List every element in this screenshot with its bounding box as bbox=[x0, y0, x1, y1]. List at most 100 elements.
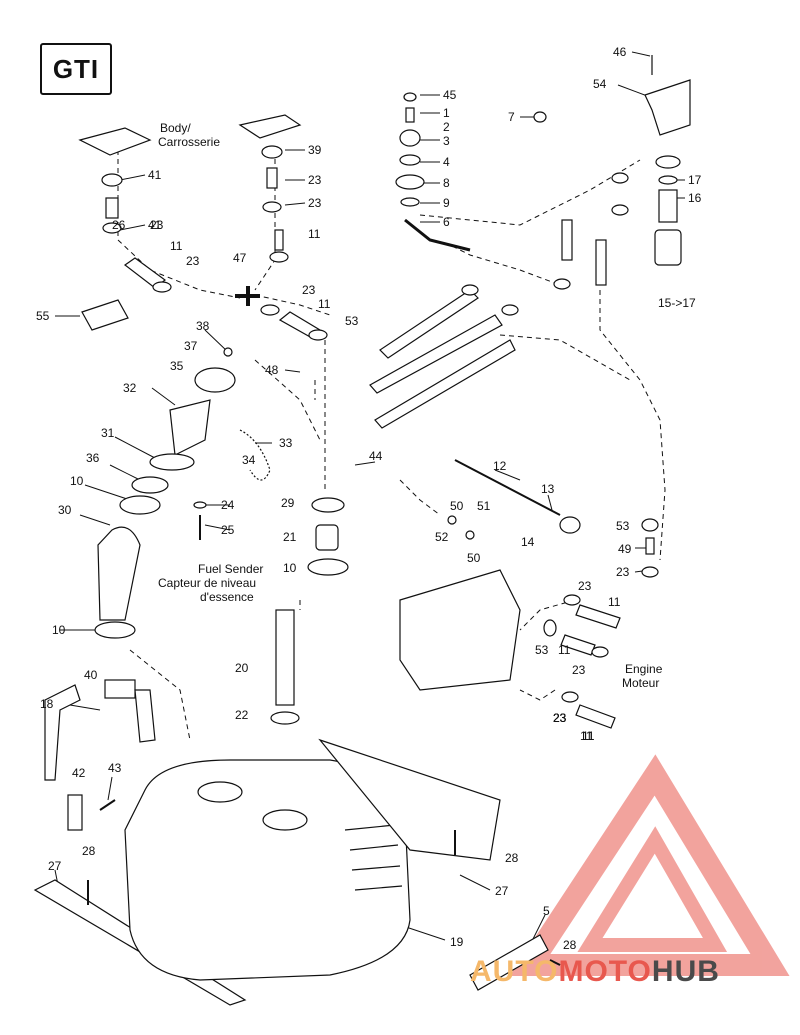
part-50-a bbox=[447, 515, 457, 525]
callout-23: 23 bbox=[308, 173, 322, 187]
hose-11-long-a bbox=[379, 289, 479, 359]
gasket-31 bbox=[149, 453, 195, 471]
watermark-text: AUTOMOTOHUB bbox=[470, 955, 720, 989]
filter-cap bbox=[655, 155, 681, 169]
callout-3: 3 bbox=[443, 134, 450, 148]
callout-37: 37 bbox=[184, 339, 198, 353]
callout-28: 28 bbox=[82, 844, 96, 858]
clamp-10-a bbox=[119, 495, 161, 515]
callout-28: 28 bbox=[505, 851, 519, 865]
hose-11-g bbox=[560, 634, 596, 656]
callout-11: 11 bbox=[318, 297, 331, 311]
callout-13: 13 bbox=[541, 482, 555, 496]
callout-10: 10 bbox=[52, 623, 66, 637]
fuel-tank-19 bbox=[124, 759, 411, 981]
clamp-23-l bbox=[591, 646, 609, 658]
filter-16 bbox=[658, 189, 678, 223]
valve-6 bbox=[404, 218, 471, 252]
callout-19: 19 bbox=[450, 935, 464, 949]
watermark-part1: AUTO bbox=[470, 955, 559, 988]
knob-14 bbox=[559, 516, 581, 534]
callout-42: 42 bbox=[72, 766, 86, 780]
strap-18 bbox=[44, 684, 81, 781]
clamp-53-c bbox=[641, 518, 659, 532]
sender-20 bbox=[275, 609, 295, 706]
callout-41: 41 bbox=[148, 218, 162, 232]
clamp-10-b bbox=[94, 621, 136, 639]
callout-10: 10 bbox=[283, 561, 297, 575]
cap-45 bbox=[403, 92, 417, 102]
callout-11: 11 bbox=[608, 595, 621, 609]
grommet-21 bbox=[315, 524, 339, 551]
washer-24 bbox=[193, 501, 207, 509]
callout-10: 10 bbox=[70, 474, 84, 488]
clamp-23-k bbox=[563, 594, 581, 606]
callout-11: 11 bbox=[308, 227, 321, 241]
callout-12: 12 bbox=[493, 459, 507, 473]
tank-opening-a bbox=[197, 781, 243, 803]
callout-23: 23 bbox=[553, 711, 567, 725]
part-50-b bbox=[465, 530, 475, 540]
callout-22: 22 bbox=[235, 708, 249, 722]
oring-9 bbox=[400, 197, 420, 207]
rivet-43 bbox=[99, 799, 116, 811]
plate-5 bbox=[469, 934, 549, 991]
callout-23: 23 bbox=[553, 711, 567, 725]
tank-ribs bbox=[344, 824, 403, 891]
hose-11-b bbox=[123, 257, 166, 289]
note-body-fr: Carrosserie bbox=[158, 135, 220, 149]
callout-53: 53 bbox=[616, 519, 630, 533]
hose-11-f bbox=[575, 604, 621, 629]
gasket-22 bbox=[270, 711, 300, 725]
ring-36 bbox=[131, 476, 169, 494]
strap-40-end bbox=[134, 689, 156, 743]
callout-21: 21 bbox=[283, 530, 297, 544]
callout-16: 16 bbox=[688, 191, 702, 205]
clamp-23-e bbox=[260, 304, 280, 316]
callout-45: 45 bbox=[443, 88, 457, 102]
clamp-23-b bbox=[262, 201, 282, 213]
fitting-49 bbox=[645, 537, 655, 555]
oring-17 bbox=[658, 175, 678, 185]
clamp-23-m bbox=[561, 691, 579, 703]
neck-32 bbox=[169, 399, 211, 456]
callout-23: 23 bbox=[578, 579, 592, 593]
plate-42 bbox=[67, 794, 83, 831]
note-body-en: Body/ bbox=[160, 121, 191, 135]
callout-50: 50 bbox=[467, 551, 481, 565]
callout-54: 54 bbox=[593, 77, 607, 91]
callout-23: 23 bbox=[308, 196, 322, 210]
callout-35: 35 bbox=[170, 359, 184, 373]
hose-11-a bbox=[274, 229, 284, 251]
callout-29: 29 bbox=[281, 496, 295, 510]
clamp-23-f bbox=[611, 172, 629, 184]
note-fuel-sender-fr: Capteur de niveau bbox=[158, 576, 256, 590]
cable-12 bbox=[454, 459, 561, 516]
valve-39 bbox=[266, 167, 278, 189]
callout-53: 53 bbox=[535, 643, 549, 657]
callout-8: 8 bbox=[443, 176, 450, 190]
callout-23: 23 bbox=[150, 218, 164, 232]
callout-39: 39 bbox=[308, 143, 322, 157]
callout-52: 52 bbox=[435, 530, 449, 544]
callout-50: 50 bbox=[450, 499, 464, 513]
callout-27: 27 bbox=[48, 859, 62, 873]
tether-33 bbox=[239, 429, 271, 481]
callout-49: 49 bbox=[618, 542, 632, 556]
callout-28: 28 bbox=[563, 938, 577, 952]
callout-44: 44 bbox=[369, 449, 383, 463]
knob-3 bbox=[399, 129, 421, 147]
clamp-23-i bbox=[501, 304, 519, 316]
clamp-23-g bbox=[553, 278, 571, 290]
callout-2: 2 bbox=[443, 120, 450, 134]
callout-30: 30 bbox=[58, 503, 72, 517]
clamp-53-b bbox=[611, 204, 629, 216]
callout-14: 14 bbox=[521, 535, 535, 549]
callout-53: 53 bbox=[345, 314, 359, 328]
flange-8 bbox=[395, 174, 425, 190]
cap-37 bbox=[194, 367, 236, 393]
callout-34: 34 bbox=[242, 453, 256, 467]
grommet-41-left bbox=[101, 173, 123, 187]
